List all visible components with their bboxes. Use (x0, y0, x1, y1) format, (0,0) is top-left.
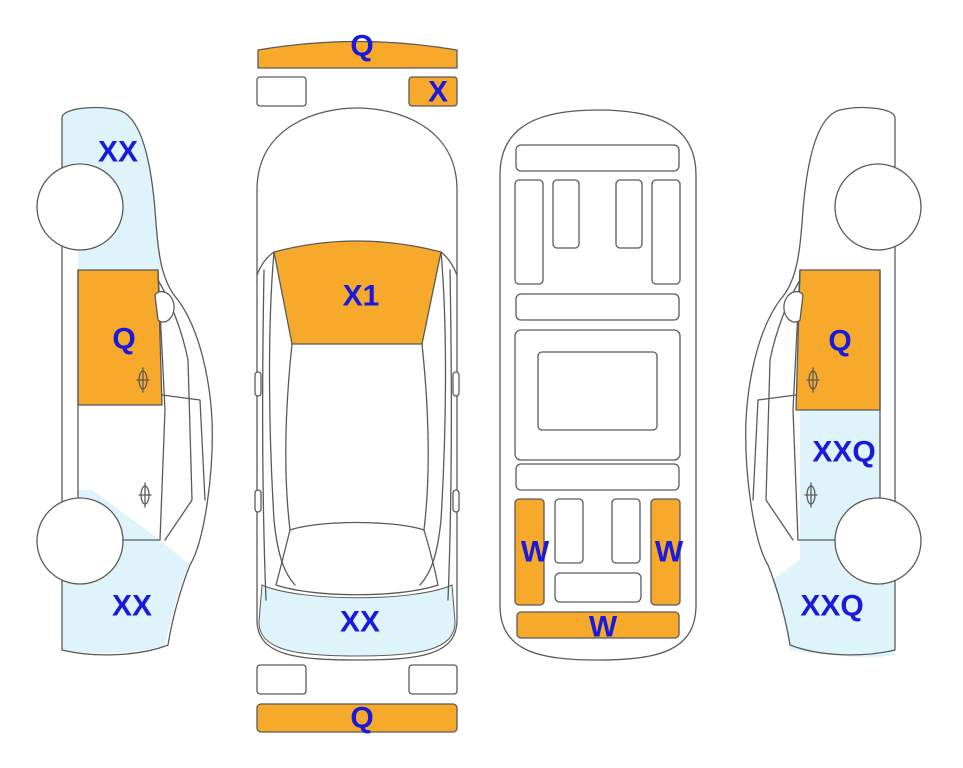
label-right-rear-door: XXQ (812, 436, 875, 469)
right-side-view (745, 106, 922, 658)
under-tl (514, 179, 544, 285)
right-rear-wheel (834, 497, 922, 585)
right-window-line (765, 279, 801, 541)
label-left-front-door: Q (112, 323, 135, 356)
label-front-bumper: Q (350, 30, 373, 63)
label-under-left: W (521, 536, 550, 569)
side-line-left (262, 269, 267, 601)
under-bm1 (554, 498, 584, 564)
right-taillight (408, 664, 458, 695)
right-side-body (745, 106, 896, 656)
cabin-line-right (440, 251, 458, 276)
under-right-zone[interactable] (650, 498, 681, 606)
side-line-right (447, 269, 452, 601)
label-under-rear: W (589, 611, 618, 644)
left-taillight (256, 664, 307, 695)
right-rear-door-zone[interactable] (772, 410, 895, 658)
under-tm1 (552, 179, 580, 249)
left-handle2-knob (140, 485, 150, 505)
inner-left (285, 343, 293, 531)
label-under-right: W (655, 536, 684, 569)
under-bar3 (515, 463, 680, 491)
inner-right (421, 343, 429, 531)
under-tm2 (615, 179, 643, 249)
top-view-body (256, 107, 458, 661)
label-roof-rear: XX (340, 606, 380, 639)
under-tr (651, 179, 681, 285)
mirror-left (254, 371, 262, 397)
rear-bumper-zone[interactable] (256, 703, 458, 733)
left-side-view (36, 106, 213, 656)
underside-view (499, 109, 697, 661)
left-rear-wheel-inner (42, 503, 118, 579)
under-bar4 (554, 572, 642, 603)
under-left-zone[interactable] (514, 498, 545, 606)
label-left-front-fender: XX (98, 136, 138, 169)
label-hood: X1 (343, 280, 380, 313)
top-view (254, 40, 460, 733)
left-mirror (154, 291, 175, 323)
label-left-rear-quarter: XX (112, 590, 152, 623)
a-pillar-right (419, 251, 447, 586)
cabin-line-left (256, 251, 275, 276)
right-handle1-knob (808, 370, 818, 390)
right-mirror (783, 291, 804, 323)
rear-window (275, 521, 439, 596)
damage-labels: Q X X1 XX Q XX Q XX Q XXQ XXQ W W W (98, 30, 876, 735)
front-bumper-zone[interactable] (257, 40, 458, 69)
under-top-bar (515, 144, 680, 172)
right-window-line2 (752, 394, 797, 501)
label-rear-bumper: Q (350, 702, 373, 735)
handle-left (254, 489, 262, 513)
under-rear-zone[interactable] (516, 611, 680, 639)
left-handle1-knob (138, 370, 148, 390)
a-pillar-left (268, 251, 296, 586)
left-window-line (157, 279, 193, 541)
mirror-right (452, 371, 460, 397)
under-mid-inner (537, 351, 658, 431)
right-front-wheel (834, 163, 922, 251)
right-headlight-zone[interactable] (408, 76, 458, 107)
right-handle2-knob (806, 485, 816, 505)
under-bm2 (611, 498, 641, 564)
label-right-headlight: X (428, 76, 448, 109)
label-right-front-door: Q (828, 325, 851, 358)
left-side-body (61, 106, 213, 656)
left-window-line2 (161, 394, 206, 501)
left-headlight-zone[interactable] (256, 76, 307, 107)
label-right-rear-quarter: XXQ (800, 590, 863, 623)
roof-rear-zone[interactable] (258, 584, 456, 657)
left-front-wheel-inner (42, 169, 118, 245)
handle-right (452, 489, 460, 513)
under-bar2 (515, 293, 680, 321)
